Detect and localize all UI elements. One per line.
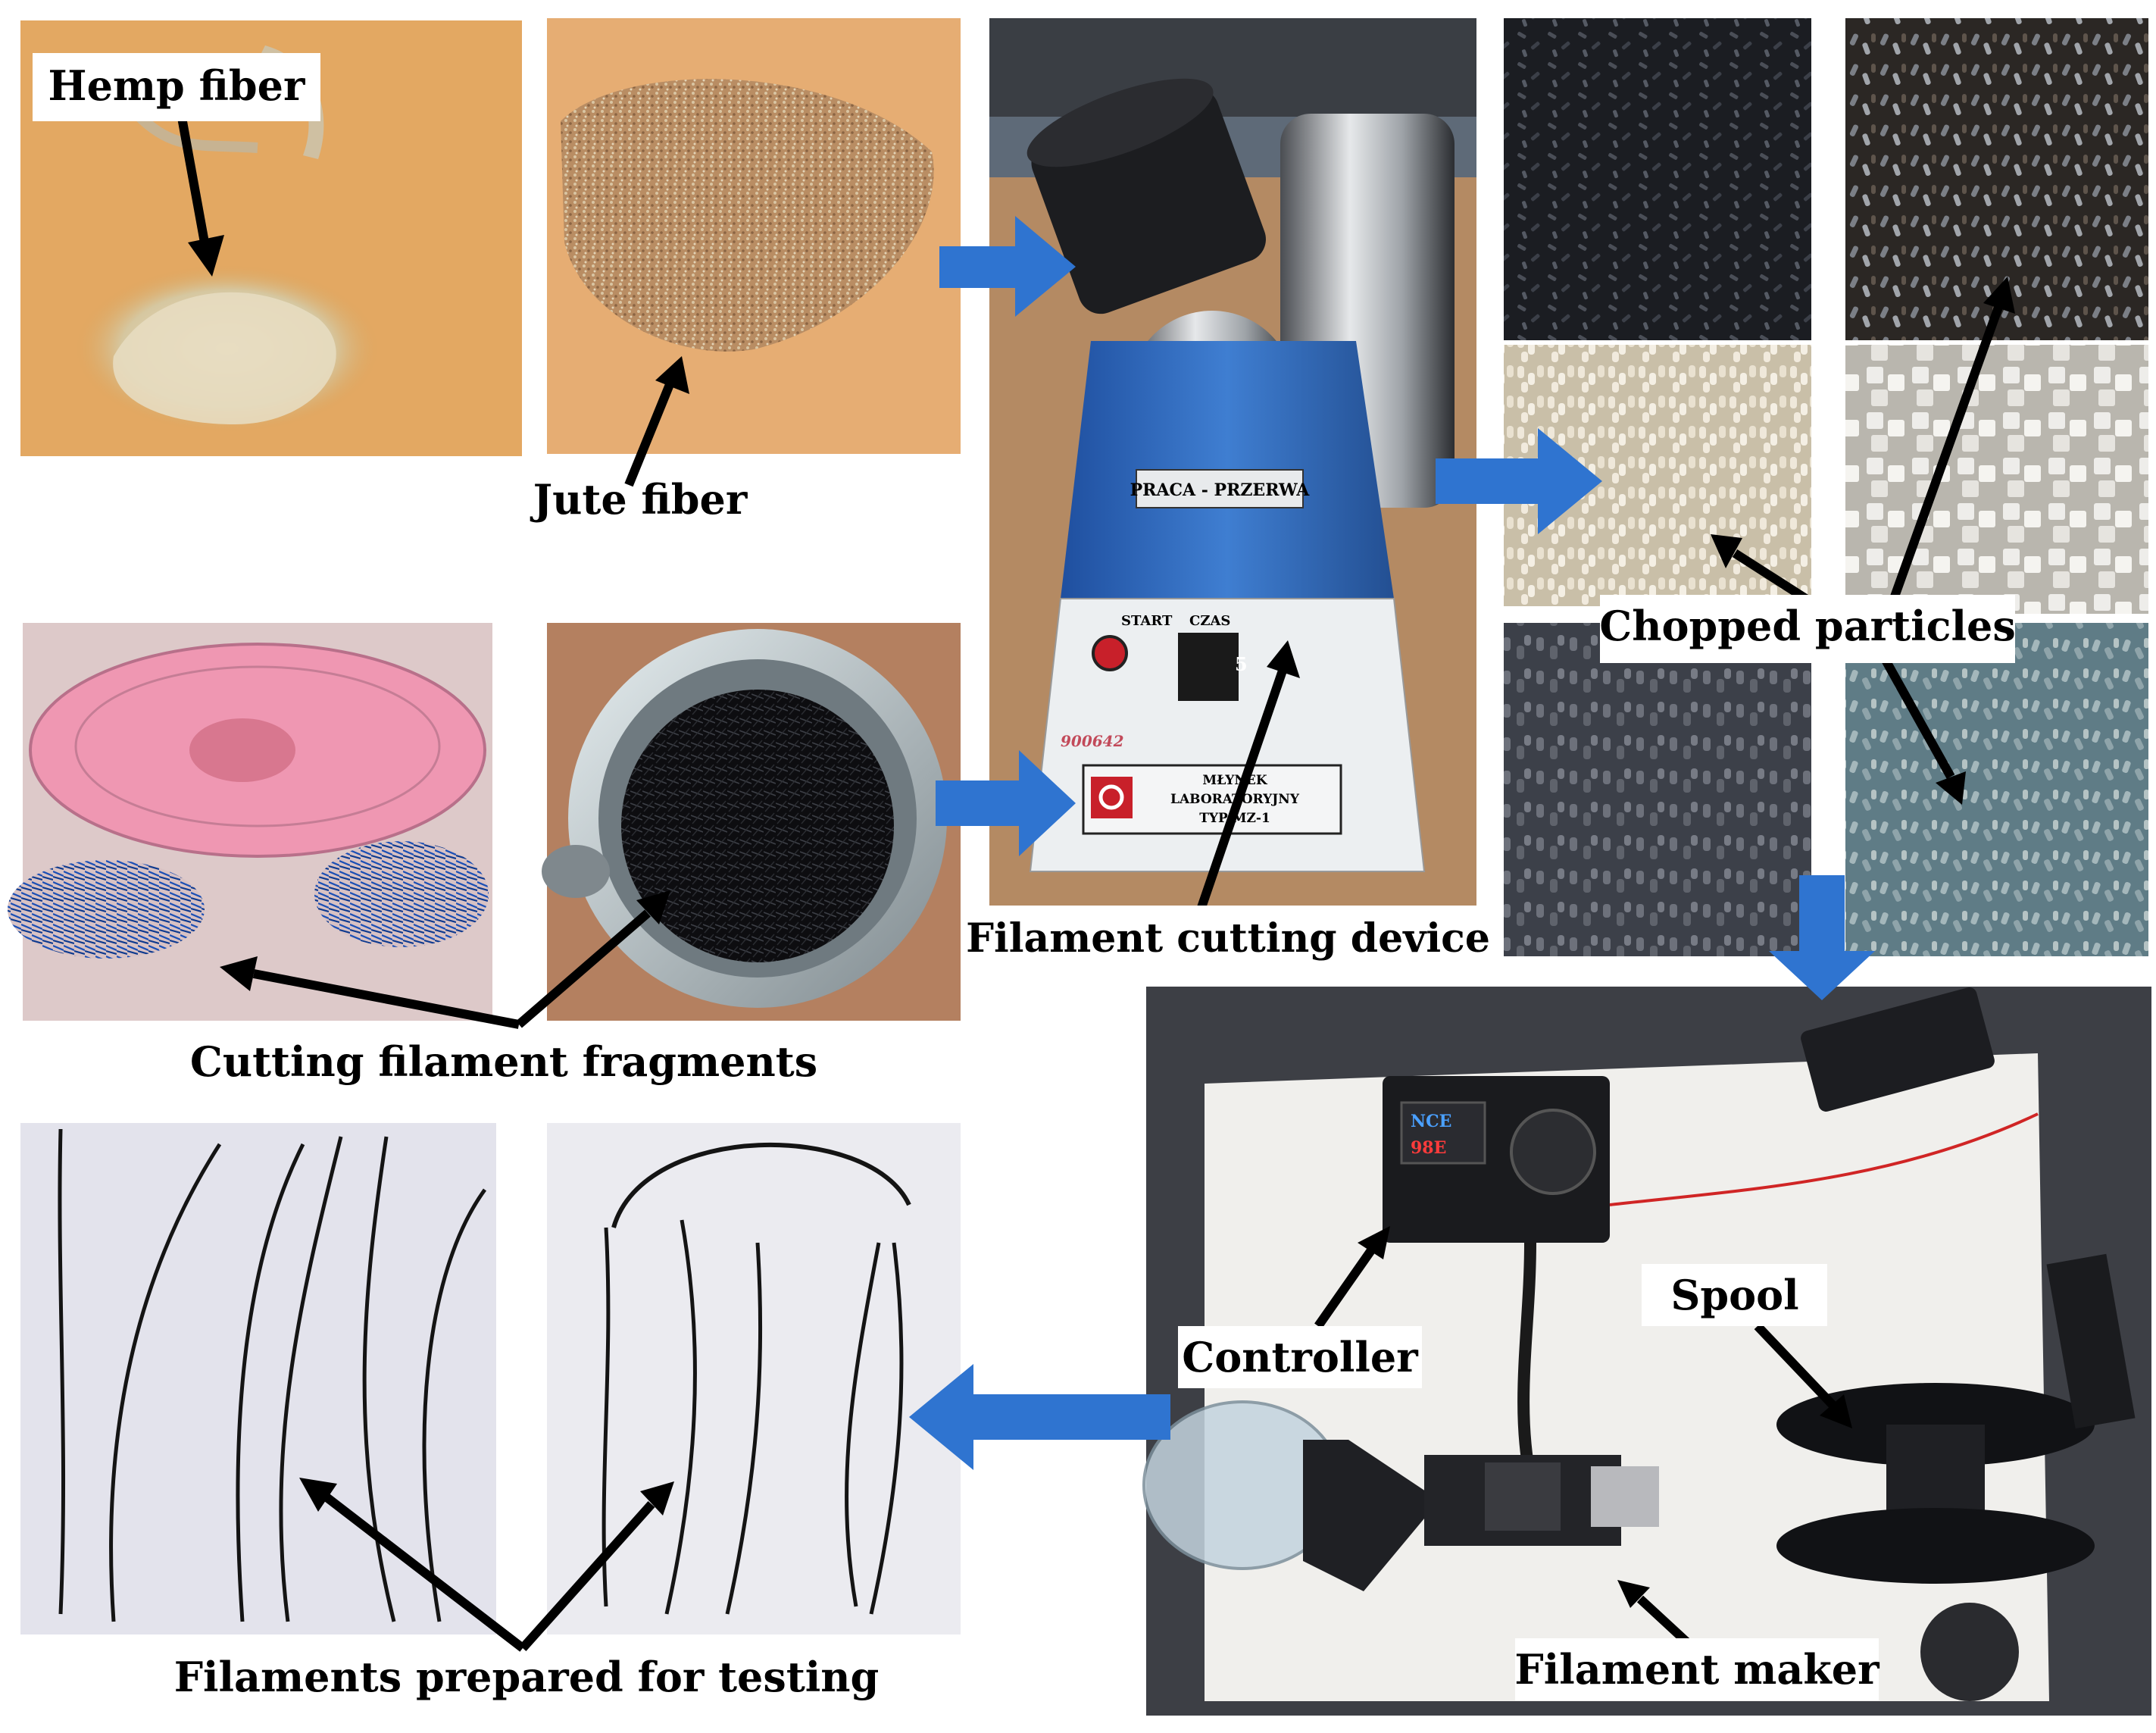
- label-controller-text: Controller: [1182, 1333, 1418, 1381]
- flow-arrow-device-to-particles: [1436, 428, 1602, 534]
- pointer-device: [1192, 640, 1300, 922]
- pointer-hemp: [177, 116, 224, 277]
- label-spool-text: Spool: [1670, 1271, 1798, 1319]
- pointer-jute: [624, 356, 689, 487]
- pointer-particles-3: [1874, 646, 1966, 805]
- label-filament-maker-text: Filament maker: [1514, 1645, 1879, 1694]
- pointer-controller: [1314, 1226, 1390, 1329]
- label-hemp-fiber-text: Hemp fiber: [48, 61, 305, 110]
- flow-arrows: [909, 216, 1875, 1470]
- flow-arrow-maker-to-filaments: [909, 1364, 1170, 1470]
- label-chopped-particles-text: Chopped particles: [1599, 602, 2016, 650]
- device-start-button: [1092, 635, 1128, 671]
- label-chopped-particles: Chopped particles: [1599, 595, 2016, 663]
- photo-chopped-particles-grid: [1504, 18, 2148, 956]
- pointer-spool: [1754, 1322, 1852, 1428]
- pointer-filament-maker: [1617, 1580, 1693, 1648]
- device-time-label: CZAS: [1189, 613, 1230, 629]
- controller-reading-top: NCE: [1411, 1112, 1451, 1131]
- label-cutting-filament-fragments: Cutting filament fragments: [190, 1037, 817, 1086]
- pointer-filaments-2: [519, 1481, 674, 1652]
- controller-reading-bottom: 98E: [1411, 1138, 1446, 1158]
- photo-filaments-right: [547, 1123, 961, 1634]
- pointer-filaments-1: [299, 1478, 526, 1652]
- photo-jute-fiber: [547, 18, 961, 454]
- label-filaments-prepared-text: Filaments prepared for testing: [174, 1653, 880, 1701]
- label-spool: Spool: [1642, 1264, 1827, 1326]
- photo-spool-blue-fragments: [8, 623, 492, 1021]
- label-filament-cutting-device-text: Filament cutting device: [966, 915, 1490, 962]
- label-filament-maker: Filament maker: [1514, 1638, 1879, 1700]
- label-filaments-prepared: Filaments prepared for testing: [174, 1653, 880, 1701]
- pointer-arrows: [177, 116, 2015, 1652]
- pointer-particles-1: [1889, 277, 2015, 601]
- label-cutting-filament-fragments-text: Cutting filament fragments: [190, 1037, 817, 1086]
- device-switch-label: PRACA - PRZERWA: [1130, 480, 1311, 500]
- photo-filaments-left: [20, 1123, 496, 1634]
- photo-filament-maker-setup: NCE 98E: [1142, 987, 2151, 1716]
- label-jute-fiber-text: Jute fiber: [530, 475, 748, 524]
- device-serial: 900642: [1061, 732, 1124, 750]
- flow-arrow-particles-to-maker: [1769, 875, 1875, 1000]
- device-start-label: START: [1121, 613, 1173, 629]
- label-controller: Controller: [1178, 1326, 1422, 1388]
- photo-filament-cutting-device: PRACA - PRZERWA START CZAS 5 900642 MŁYN…: [989, 18, 1476, 909]
- flow-arrow-fibers-to-device: [939, 216, 1076, 317]
- device-timer: [1178, 633, 1239, 701]
- photo-bowl-black-fragments: [542, 623, 961, 1021]
- pointer-fragments-2: [516, 890, 670, 1028]
- flow-arrow-fragments-to-device: [936, 750, 1076, 856]
- label-filament-cutting-device: Filament cutting device: [966, 906, 1490, 966]
- pointer-fragments-1: [220, 956, 520, 1029]
- device-timer-value: 5: [1235, 653, 1248, 675]
- label-jute-fiber: Jute fiber: [530, 475, 748, 524]
- device-plate-line1: MŁYNEK: [1202, 773, 1267, 788]
- label-hemp-fiber: Hemp fiber: [33, 53, 320, 121]
